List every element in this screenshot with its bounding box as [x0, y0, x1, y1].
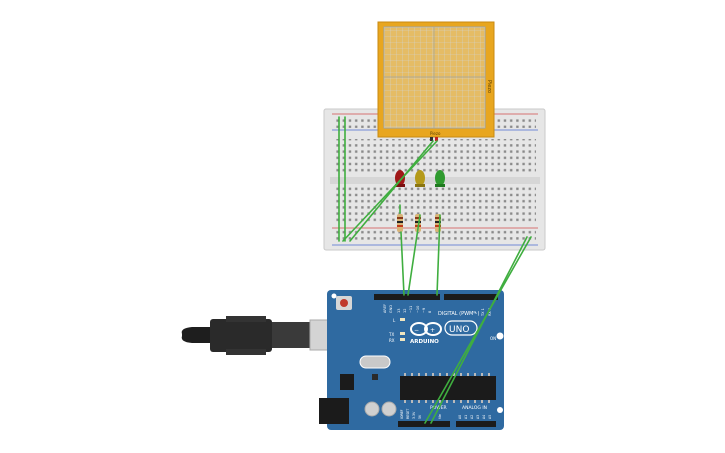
pin-13-label: 13 — [397, 309, 401, 313]
wire-display-gnd[interactable] — [342, 140, 438, 242]
a2-label: A2 — [470, 415, 474, 419]
pin-0-label: RX 0 — [488, 308, 492, 316]
power-header[interactable] — [398, 421, 450, 427]
a0-label: A0 — [458, 415, 462, 419]
arduino-brand-label: ARDUINO — [410, 339, 439, 345]
vin-label: Vin — [438, 414, 442, 419]
terminal-strip-top[interactable] — [334, 139, 536, 173]
on-label: ON — [490, 336, 496, 341]
display-pin-label: Piezo — [430, 131, 441, 136]
display-screen — [383, 26, 486, 129]
wire-display-signal[interactable] — [349, 140, 434, 242]
analog-label: ANALOG IN — [462, 405, 487, 411]
atmega-chip — [400, 376, 496, 400]
analog-header[interactable] — [456, 421, 496, 427]
gnd-label: GND — [389, 305, 393, 313]
svg-text:+: + — [430, 327, 435, 334]
l-label: L — [393, 318, 396, 323]
a1-label: A1 — [464, 415, 468, 419]
pin-8-label: 8 — [428, 311, 432, 313]
arduino-logo-icon: − + — [410, 322, 442, 336]
pin-12-label: 12 — [403, 309, 407, 313]
pin-11-label: ~11 — [409, 306, 413, 313]
wire-resistor-1-pin[interactable] — [400, 231, 405, 296]
tx-label: TX — [388, 332, 394, 337]
bottom-power-rail[interactable] — [334, 230, 536, 243]
digital-header-left[interactable] — [374, 294, 440, 300]
rx-label: RX — [389, 338, 395, 343]
digital-label: DIGITAL (PWM~) — [438, 311, 480, 317]
wire-resistor-2-pin[interactable] — [407, 214, 421, 296]
a4-label: A4 — [482, 415, 486, 419]
wire-rail-5v[interactable] — [424, 236, 532, 424]
ioref-label: IOREF — [400, 409, 404, 419]
arduino-uno-board[interactable]: DIGITAL (PWM~) AREF GND 13 12 ~11 ~10 ~9… — [319, 290, 504, 430]
digital-header-right[interactable] — [444, 294, 498, 300]
wires — [338, 116, 532, 424]
aref-label: AREF — [383, 304, 387, 313]
v33-label: 3.3V — [412, 411, 416, 419]
wire-rail-gnd[interactable] — [430, 236, 528, 424]
pin-1-label: TX 1 — [481, 308, 485, 317]
pin-2-label: 2 — [473, 311, 477, 313]
pin-9-label: ~9 — [422, 308, 426, 313]
a5-label: A5 — [488, 415, 492, 419]
uno-label: UNO — [449, 325, 469, 335]
led-green[interactable] — [435, 170, 445, 187]
power-jack[interactable] — [319, 398, 349, 424]
a3-label: A3 — [476, 415, 480, 419]
reset-label: RESET — [406, 409, 410, 419]
resistor-1[interactable] — [397, 214, 403, 232]
svg-text:−: − — [414, 327, 419, 334]
wire-resistor-3-pin[interactable] — [436, 214, 441, 296]
led-yellow[interactable] — [415, 170, 425, 187]
display-side-label: Piezo — [486, 80, 492, 93]
v5-label: 5V — [418, 414, 422, 419]
reset-button-cap[interactable] — [340, 299, 348, 307]
usb-cable[interactable] — [181, 316, 338, 355]
display-module[interactable]: Piezo Piezo — [377, 21, 495, 141]
pin-10-label: ~10 — [416, 306, 420, 313]
